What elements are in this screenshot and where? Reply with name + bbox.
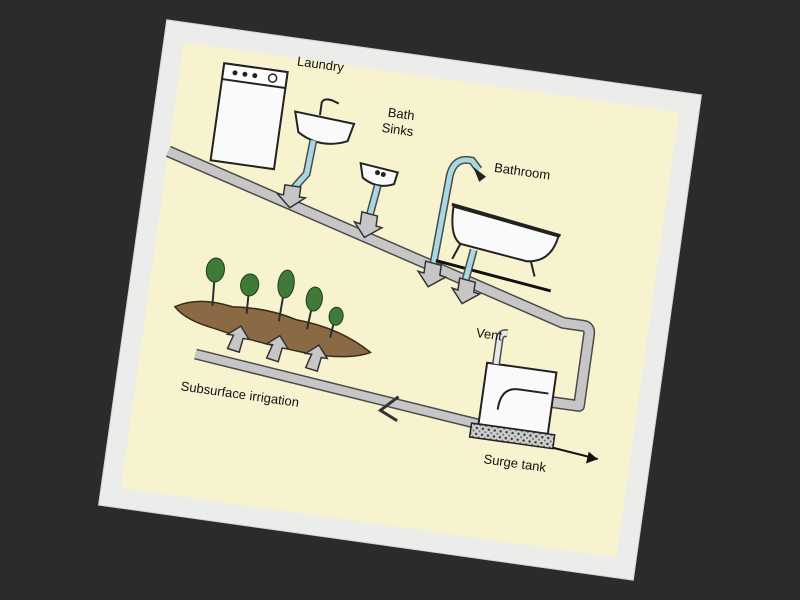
- bath-sink-icon: [359, 161, 400, 218]
- irrigation-up-arrow-1: [225, 325, 251, 354]
- washing-machine-icon: [209, 62, 289, 171]
- surge-tank-icon: [468, 329, 558, 450]
- laundry-label: Laundry: [296, 53, 345, 74]
- irrigation-up-arrow-3: [303, 344, 329, 373]
- shower-head-icon: [429, 155, 486, 266]
- tub-drain-arrow: [450, 277, 482, 305]
- bath-sinks-drain-arrow: [352, 210, 384, 239]
- flow-arrow-left: [377, 395, 400, 423]
- irrigation-up-arrow-2: [264, 334, 290, 363]
- overflow-arrowhead: [586, 451, 598, 464]
- bath-sinks-label-line2: Sinks: [381, 120, 415, 139]
- bath-sinks-label-line1: Bath: [387, 105, 416, 124]
- shower-drain-arrow: [416, 260, 448, 288]
- plant-icon: [205, 257, 344, 338]
- bathtub-icon: [435, 202, 561, 293]
- soil-mound: [173, 300, 372, 358]
- vent-label: Vent: [475, 325, 503, 344]
- sink-icon: [289, 98, 356, 193]
- laundry-drain-arrow: [275, 184, 308, 209]
